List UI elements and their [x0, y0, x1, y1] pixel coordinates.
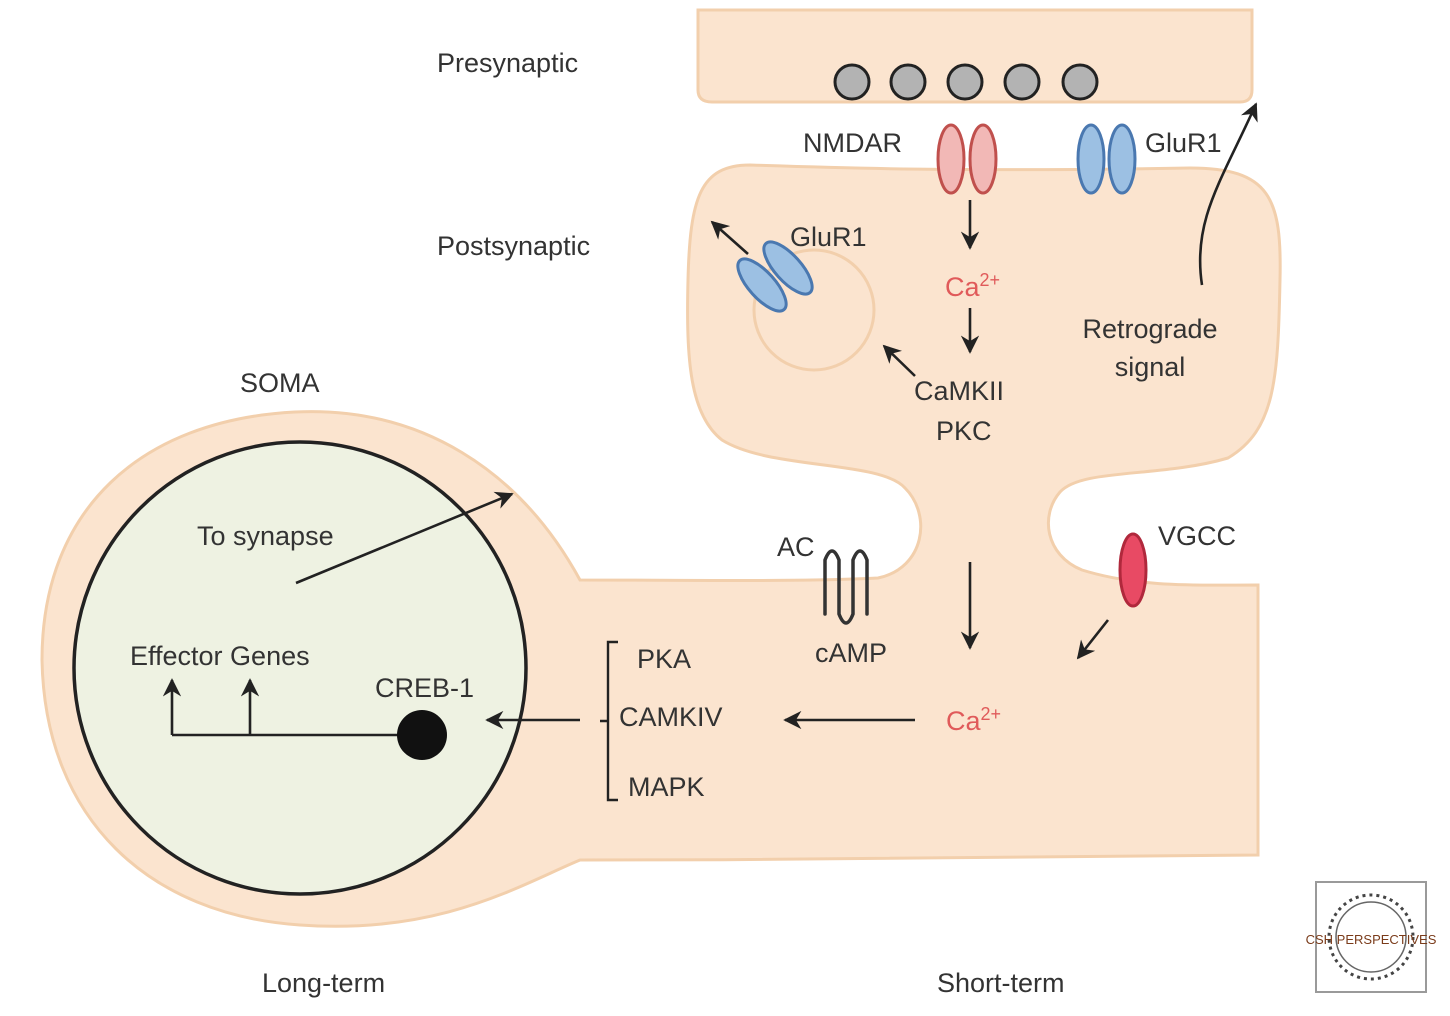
glur1-vesicle-receptor [736, 240, 814, 313]
label-postsynaptic: Postsynaptic [437, 231, 590, 261]
glur1-subunit [1076, 123, 1106, 195]
vesicle [833, 63, 871, 101]
label-camp: cAMP [815, 638, 887, 668]
glur1-subunit [736, 257, 788, 313]
logo-text: CSH PERSPECTIVES [1306, 932, 1437, 947]
label-retrograde: Retrograde [1082, 314, 1217, 344]
label-effector-genes: Effector Genes [130, 641, 310, 671]
label-creb1: CREB-1 [375, 673, 474, 703]
label-pkc: PKC [936, 416, 992, 446]
glur1-subunit [762, 240, 814, 296]
glur1-membrane-receptor [1076, 123, 1137, 195]
label-long-term: Long-term [262, 968, 385, 998]
label-ca-lower: Ca2+ [946, 704, 1001, 736]
label-soma: SOMA [240, 368, 320, 398]
label-to-synapse: To synapse [197, 521, 334, 551]
label-ca-upper: Ca2+ [945, 270, 1000, 302]
nucleus [72, 440, 528, 896]
arrow-retrograde [1198, 102, 1258, 286]
label-ac: AC [777, 532, 815, 562]
vesicle [946, 63, 984, 101]
creb1-marker [397, 710, 447, 760]
kinase-bracket [600, 640, 618, 802]
arrow-to-synapse [295, 491, 514, 585]
arrow-camkii-endosome [882, 344, 916, 377]
csh-logo: CSH PERSPECTIVES [1306, 881, 1437, 993]
label-glur1-membrane: GluR1 [1145, 128, 1222, 158]
logo-inner-ring [1335, 901, 1407, 973]
logo-frame [1315, 881, 1427, 993]
glur1-subunit [1107, 123, 1137, 195]
label-pka: PKA [637, 644, 691, 674]
ac-coil [823, 549, 869, 625]
label-camkii: CaMKII [914, 376, 1004, 406]
label-camkiv: CAMKIV [619, 702, 723, 732]
logo-ring [1327, 893, 1415, 981]
label-glur1-vesicle: GluR1 [790, 222, 867, 252]
vesicle [889, 63, 927, 101]
arrows [162, 102, 1258, 735]
nmdar-subunit [936, 123, 966, 195]
vgcc-channel [1118, 532, 1148, 608]
label-presynaptic: Presynaptic [437, 48, 578, 78]
arrow-glur1-out [710, 220, 749, 255]
label-nmdar: NMDAR [803, 128, 902, 158]
arrow-vgcc-ca [1076, 619, 1110, 660]
nmdar-receptor [936, 123, 998, 195]
nmdar-subunit [968, 123, 998, 195]
synaptic-vesicles [833, 63, 1099, 101]
label-mapk: MAPK [628, 772, 705, 802]
vesicle [1003, 63, 1041, 101]
vesicle [1061, 63, 1099, 101]
label-signal: signal [1115, 352, 1186, 382]
label-short-term: Short-term [937, 968, 1065, 998]
label-vgcc: VGCC [1158, 521, 1236, 551]
